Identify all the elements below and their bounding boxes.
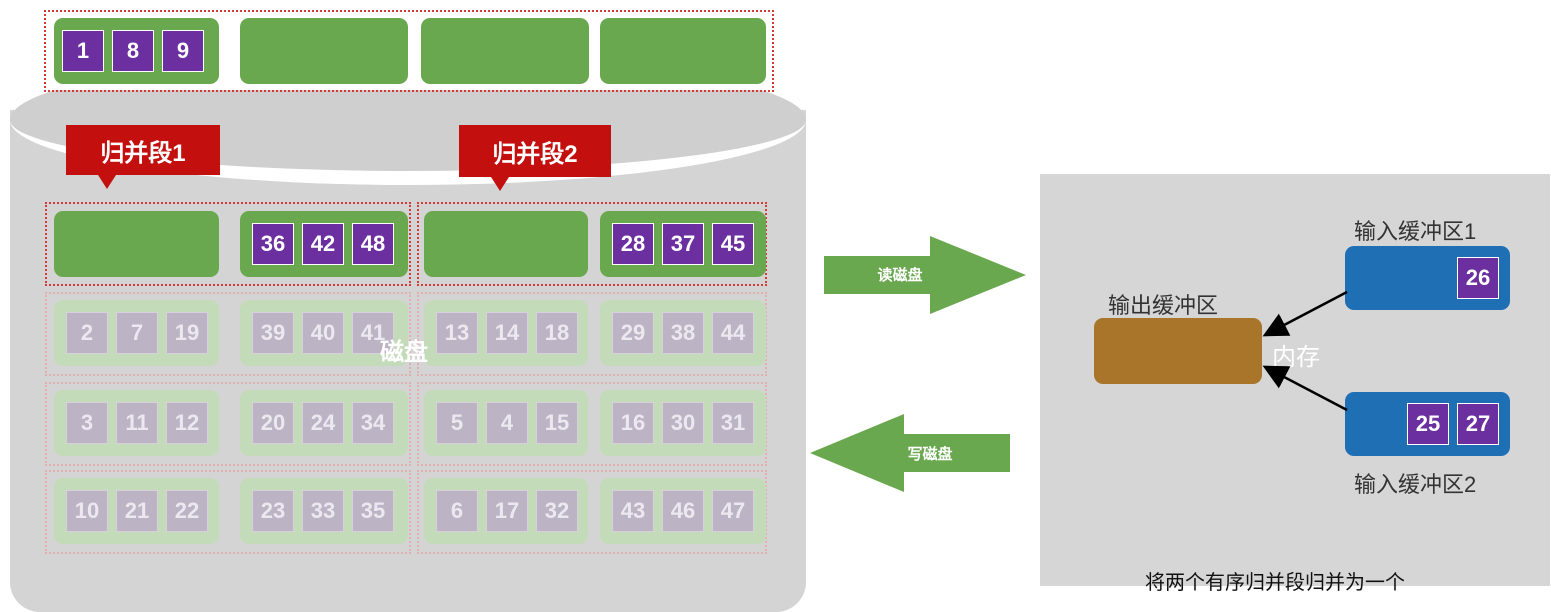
caption: 将两个有序归并段归并为一个 xyxy=(1145,572,1405,594)
segment1-frame xyxy=(45,202,411,286)
faint-number-cell: 7 xyxy=(116,312,158,354)
faint-number-cell: 33 xyxy=(302,490,344,532)
faint-number-cell: 44 xyxy=(712,312,754,354)
faint-number-cell: 20 xyxy=(252,402,294,444)
segment1-label: 归并段1 xyxy=(66,125,220,175)
faint-row-frame xyxy=(45,292,411,376)
faint-number-cell: 38 xyxy=(662,312,704,354)
top-row-frame xyxy=(44,10,774,92)
top-block-2 xyxy=(240,18,408,84)
disk-label: 磁盘 xyxy=(380,339,428,366)
output-buffer-label: 输出缓冲区 xyxy=(1108,293,1219,318)
number-cell: 48 xyxy=(352,223,394,265)
faint-number-cell: 41 xyxy=(352,312,394,354)
number-cell: 27 xyxy=(1457,403,1499,445)
faint-number-cell: 23 xyxy=(252,490,294,532)
faint-number-cell: 31 xyxy=(712,402,754,444)
top-block-3 xyxy=(421,18,589,84)
faint-row-frame xyxy=(45,382,411,466)
faint-number-cell: 10 xyxy=(66,490,108,532)
faint-number-cell: 34 xyxy=(352,402,394,444)
segment1-block-data: 36 42 48 xyxy=(240,211,408,277)
faint-number-cell: 2 xyxy=(66,312,108,354)
faint-number-cell: 24 xyxy=(302,402,344,444)
segment2-block-data: 28 37 45 xyxy=(600,211,766,277)
faint-number-cell: 40 xyxy=(302,312,344,354)
faint-number-cell: 47 xyxy=(712,490,754,532)
segment2-label: 归并段2 xyxy=(459,125,611,177)
top-block-1: 1 8 9 xyxy=(54,18,219,84)
faint-number-cell: 30 xyxy=(662,402,704,444)
faint-number-cell: 35 xyxy=(352,490,394,532)
top-block-4 xyxy=(600,18,766,84)
number-cell: 42 xyxy=(302,223,344,265)
faint-number-cell: 46 xyxy=(662,490,704,532)
number-cell: 8 xyxy=(112,30,154,72)
merge-arrows xyxy=(1262,290,1348,412)
faint-row-frame xyxy=(417,292,767,376)
number-cell: 25 xyxy=(1407,403,1449,445)
faint-number-cell: 21 xyxy=(116,490,158,532)
faint-row-frame xyxy=(417,470,767,554)
faint-number-cell: 22 xyxy=(166,490,208,532)
faint-number-cell: 14 xyxy=(486,312,528,354)
faint-number-cell: 3 xyxy=(66,402,108,444)
faint-number-cell: 43 xyxy=(612,490,654,532)
number-cell: 1 xyxy=(62,30,104,72)
faint-number-cell: 13 xyxy=(436,312,478,354)
faint-number-cell: 5 xyxy=(436,402,478,444)
number-cell: 9 xyxy=(162,30,204,72)
faint-number-cell: 12 xyxy=(166,402,208,444)
segment1-pointer xyxy=(98,175,116,189)
read-arrow xyxy=(824,236,1026,314)
faint-number-cell: 16 xyxy=(612,402,654,444)
segment2-block-empty xyxy=(424,211,588,277)
number-cell: 28 xyxy=(612,223,654,265)
segment1-block-empty xyxy=(54,211,219,277)
faint-number-cell: 39 xyxy=(252,312,294,354)
write-arrow xyxy=(810,414,1010,492)
faint-row-frame xyxy=(45,470,411,554)
input-buffer2: 25 27 xyxy=(1345,392,1510,456)
input-buffer1-label: 输入缓冲区1 xyxy=(1354,219,1477,244)
write-arrow-label: 写磁盘 xyxy=(907,446,953,463)
faint-number-cell: 32 xyxy=(536,490,578,532)
segment2-frame xyxy=(417,202,767,286)
input-buffer1: 26 xyxy=(1345,246,1510,310)
faint-number-cell: 11 xyxy=(116,402,158,444)
faint-number-cell: 19 xyxy=(166,312,208,354)
faint-number-cell: 4 xyxy=(486,402,528,444)
read-arrow-label: 读磁盘 xyxy=(877,267,923,284)
number-cell: 37 xyxy=(662,223,704,265)
number-cell: 45 xyxy=(712,223,754,265)
input-buffer2-label: 输入缓冲区2 xyxy=(1354,472,1477,497)
faint-number-cell: 18 xyxy=(536,312,578,354)
faint-number-cell: 17 xyxy=(486,490,528,532)
output-buffer xyxy=(1094,318,1262,384)
faint-number-cell: 15 xyxy=(536,402,578,444)
faint-number-cell: 29 xyxy=(612,312,654,354)
faint-row-frame xyxy=(417,382,767,466)
faint-number-cell: 6 xyxy=(436,490,478,532)
segment2-pointer xyxy=(491,177,509,191)
number-cell: 26 xyxy=(1457,257,1499,299)
number-cell: 36 xyxy=(252,223,294,265)
